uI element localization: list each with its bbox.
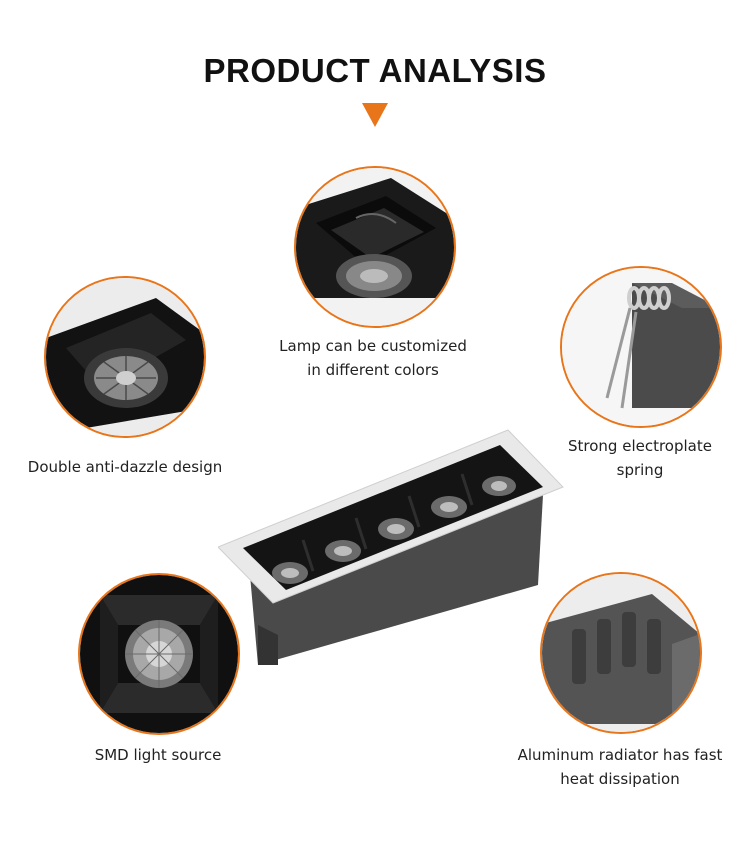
smd-caption: SMD light source bbox=[58, 743, 258, 767]
lamp-caption-line-2: in different colors bbox=[307, 361, 439, 379]
spring-closeup-circle bbox=[560, 266, 722, 428]
smd-caption-line-1: SMD light source bbox=[94, 746, 222, 764]
spring-caption: Strong electroplate spring bbox=[545, 434, 735, 482]
anti-dazzle-closeup-circle bbox=[44, 276, 206, 438]
radiator-caption-line-1: Aluminum radiator has fast bbox=[517, 746, 723, 764]
down-arrow-icon bbox=[362, 103, 388, 127]
radiator-closeup-circle bbox=[540, 572, 702, 734]
housing-body bbox=[250, 495, 543, 665]
lamp-caption: Lamp can be customized in different colo… bbox=[248, 334, 498, 382]
spring-caption-line-2: spring bbox=[616, 461, 664, 479]
anti-dazzle-caption: Double anti-dazzle design bbox=[10, 455, 240, 479]
anti-dazzle-caption-line-1: Double anti-dazzle design bbox=[27, 458, 223, 476]
page-title: PRODUCT ANALYSIS bbox=[203, 52, 547, 89]
radiator-caption: Aluminum radiator has fast heat dissipat… bbox=[505, 743, 735, 791]
lamp-closeup-circle bbox=[294, 166, 456, 328]
lamp-caption-line-1: Lamp can be customized bbox=[279, 337, 467, 355]
spring-caption-line-1: Strong electroplate bbox=[568, 437, 712, 455]
smd-closeup-circle bbox=[78, 573, 240, 735]
radiator-caption-line-2: heat dissipation bbox=[560, 770, 680, 788]
product-image bbox=[217, 425, 578, 669]
reflector-insert bbox=[243, 445, 543, 590]
lens-cups bbox=[272, 476, 516, 584]
